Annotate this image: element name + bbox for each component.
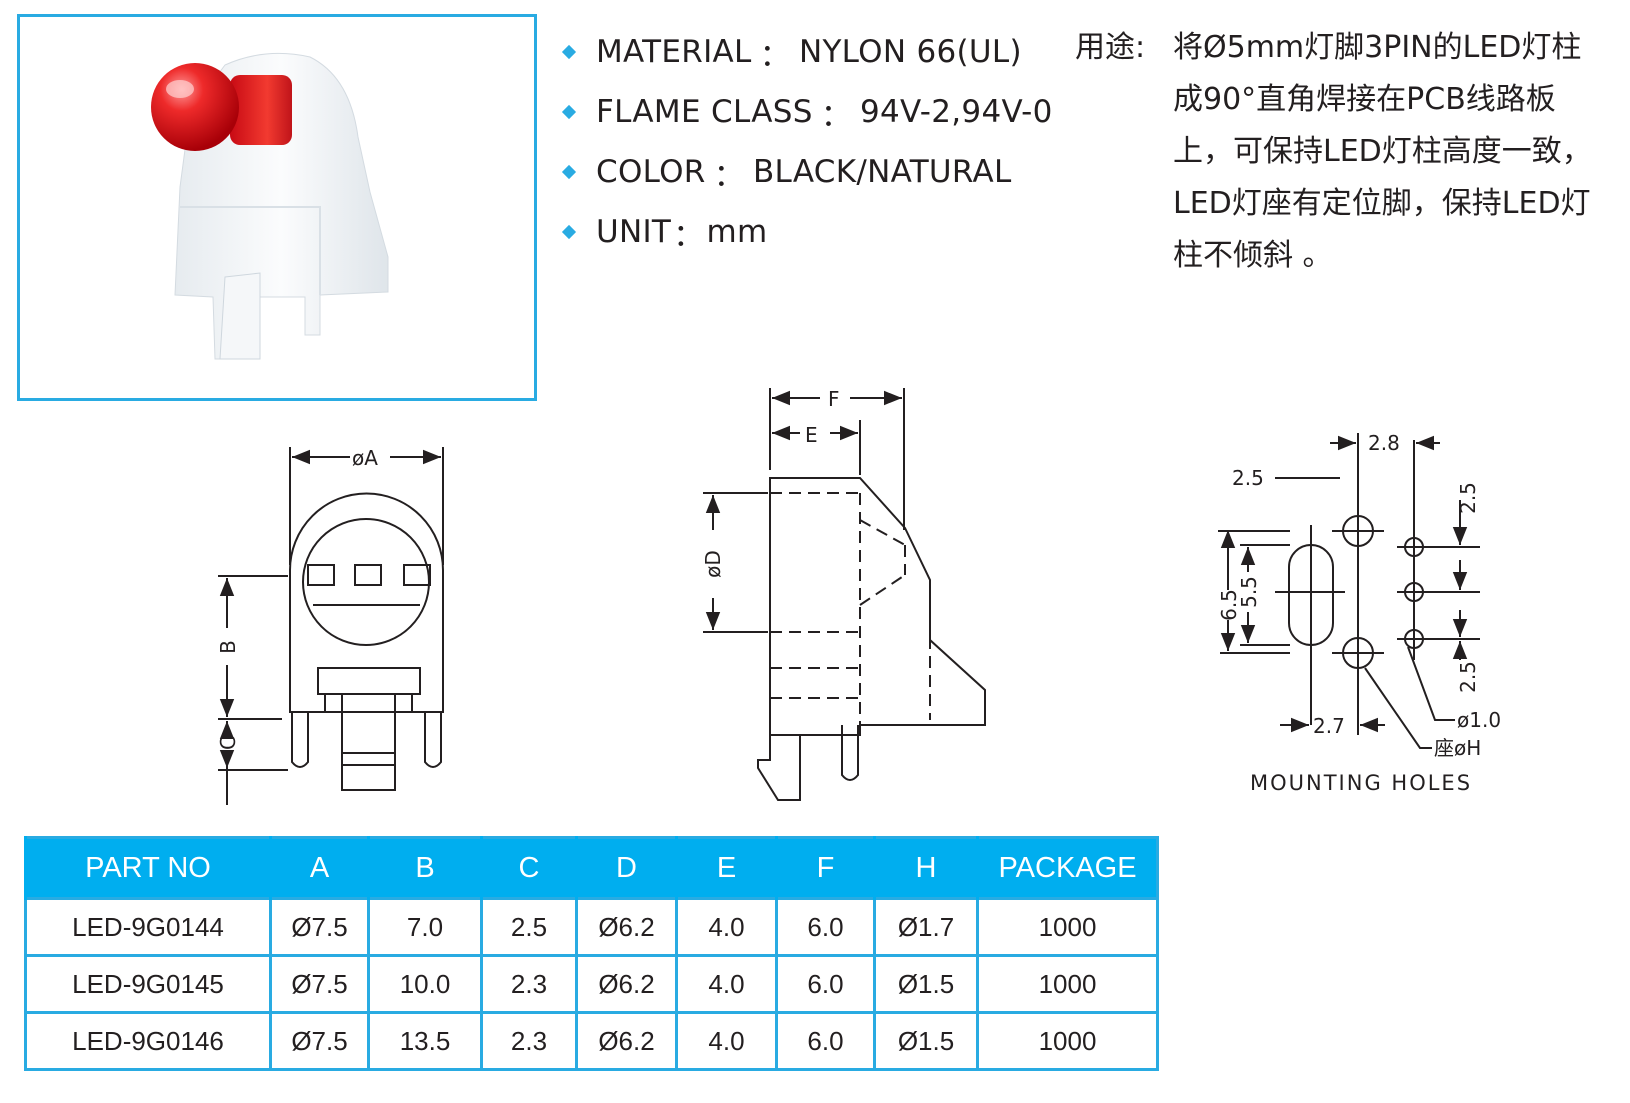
table-cell: 1000 xyxy=(976,1011,1159,1071)
mounting-holes-title: MOUNTING HOLES xyxy=(1250,771,1473,795)
spec-label: COLOR xyxy=(596,154,706,190)
table-cell: 10.0 xyxy=(367,954,483,1014)
table-cell: 6.0 xyxy=(775,897,876,957)
table-cell: Ø7.5 xyxy=(269,897,370,957)
spec-separator: ： xyxy=(713,157,745,194)
column-header: PACKAGE xyxy=(976,837,1158,899)
table-cell: 6.0 xyxy=(775,954,876,1014)
table-cell: LED-9G0144 xyxy=(24,897,272,957)
column-header: E xyxy=(675,837,777,899)
table-row: LED-9G0146 Ø7.5 13.5 2.3 Ø6.2 4.0 6.0 Ø1… xyxy=(24,1011,1159,1071)
spec-flame-class: FLAME CLASS ： 94V-2,94V-0 xyxy=(560,82,1053,142)
dim-label-6-5: 6.5 xyxy=(1217,589,1241,621)
table-cell: Ø1.5 xyxy=(873,954,979,1014)
dim-label-2-5-right-bottom: 2.5 xyxy=(1456,661,1480,693)
spec-label: FLAME CLASS xyxy=(596,94,813,130)
usage-text: 将Ø5mm灯脚3PIN的LED灯柱 成90°直角焊接在PCB线路板 上，可保持L… xyxy=(1173,22,1603,282)
dim-label-5-5: 5.5 xyxy=(1237,576,1261,608)
table-header-row: PART NO A B C D E F H PACKAGE xyxy=(24,837,1158,899)
dim-label-seat-dia-h: 座øH xyxy=(1434,736,1481,760)
side-view xyxy=(703,388,986,801)
dim-label-c: C xyxy=(216,736,240,750)
spec-label: UNIT xyxy=(596,214,672,250)
spec-value: mm xyxy=(706,214,768,250)
table-cell: Ø1.5 xyxy=(873,1011,979,1071)
column-header: H xyxy=(873,837,978,899)
table-cell: Ø1.7 xyxy=(873,897,979,957)
spec-list: MATERIAL ： NYLON 66(UL) FLAME CLASS ： 94… xyxy=(560,22,1053,262)
technical-drawings: øA B C F E øD 2.8 2.5 2.5 6.5 5.5 2.5 2.… xyxy=(216,387,1501,805)
usage-label: 用途: xyxy=(1075,30,1146,65)
table-cell: 6.0 xyxy=(775,1011,876,1071)
dim-label-dia-1-0: ø1.0 xyxy=(1457,708,1501,732)
spec-value: BLACK/NATURAL xyxy=(752,154,1012,190)
dim-label-f: F xyxy=(828,387,840,411)
dim-label-b: B xyxy=(216,640,240,654)
usage-line: 将Ø5mm灯脚3PIN的LED灯柱 xyxy=(1173,30,1582,65)
spec-separator: ： xyxy=(673,217,705,254)
dim-label-2-8: 2.8 xyxy=(1368,431,1400,455)
usage-line: LED灯座有定位脚，保持LED灯 xyxy=(1173,186,1591,221)
dim-label-e: E xyxy=(805,423,818,447)
column-header: PART NO xyxy=(24,837,271,899)
spec-color: COLOR ： BLACK/NATURAL xyxy=(560,142,1053,202)
table-cell: 2.3 xyxy=(480,954,578,1014)
spec-value: 94V-2,94V-0 xyxy=(860,94,1053,130)
product-photo xyxy=(151,52,389,360)
column-header: D xyxy=(575,837,677,899)
dim-label-2-7: 2.7 xyxy=(1313,714,1345,738)
spec-unit: UNIT ： mm xyxy=(560,202,1053,262)
usage-line: 成90°直角焊接在PCB线路板 xyxy=(1173,82,1556,117)
side-view-hidden-lines xyxy=(770,492,931,725)
dim-label-2-5-top: 2.5 xyxy=(1232,466,1264,490)
spec-separator: ： xyxy=(820,97,853,134)
spec-separator: ： xyxy=(759,37,791,74)
table-row: LED-9G0144 Ø7.5 7.0 2.5 Ø6.2 4.0 6.0 Ø1.… xyxy=(24,897,1159,957)
spec-label: MATERIAL xyxy=(596,34,752,70)
spec-material: MATERIAL ： NYLON 66(UL) xyxy=(560,22,1053,82)
table-cell: Ø7.5 xyxy=(269,1011,370,1071)
usage-line: 上，可保持LED灯柱高度一致， xyxy=(1173,134,1592,169)
table-cell: LED-9G0146 xyxy=(24,1011,272,1071)
spec-value: NYLON 66(UL) xyxy=(798,34,1022,70)
table-cell: Ø6.2 xyxy=(575,897,678,957)
column-header: C xyxy=(480,837,577,899)
table-cell: 2.3 xyxy=(480,1011,578,1071)
table-cell: 4.0 xyxy=(675,954,778,1014)
dim-label-2-5-right-top: 2.5 xyxy=(1456,482,1480,514)
column-header: B xyxy=(367,837,482,899)
table-cell: 1000 xyxy=(976,897,1159,957)
table-cell: 7.0 xyxy=(367,897,483,957)
table-cell: 4.0 xyxy=(675,1011,778,1071)
dim-label-dia-d: øD xyxy=(701,550,725,578)
table-cell: 1000 xyxy=(976,954,1159,1014)
table-cell: 2.5 xyxy=(480,897,578,957)
front-view xyxy=(218,447,444,805)
table-cell: Ø6.2 xyxy=(575,954,678,1014)
dim-label-dia-a: øA xyxy=(352,446,378,470)
table-cell: LED-9G0145 xyxy=(24,954,272,1014)
table-cell: 4.0 xyxy=(675,897,778,957)
column-header: A xyxy=(269,837,369,899)
usage-line: 柱不倾斜 。 xyxy=(1173,238,1333,273)
column-header: F xyxy=(775,837,875,899)
table-row: LED-9G0145 Ø7.5 10.0 2.3 Ø6.2 4.0 6.0 Ø1… xyxy=(24,954,1159,1014)
product-photo-frame xyxy=(17,14,537,401)
table-cell: Ø6.2 xyxy=(575,1011,678,1071)
table-cell: Ø7.5 xyxy=(269,954,370,1014)
part-dimension-table: PART NO A B C D E F H PACKAGE LED-9G0144… xyxy=(24,836,1159,1071)
table-cell: 13.5 xyxy=(367,1011,483,1071)
mounting-holes-view xyxy=(1218,433,1480,749)
